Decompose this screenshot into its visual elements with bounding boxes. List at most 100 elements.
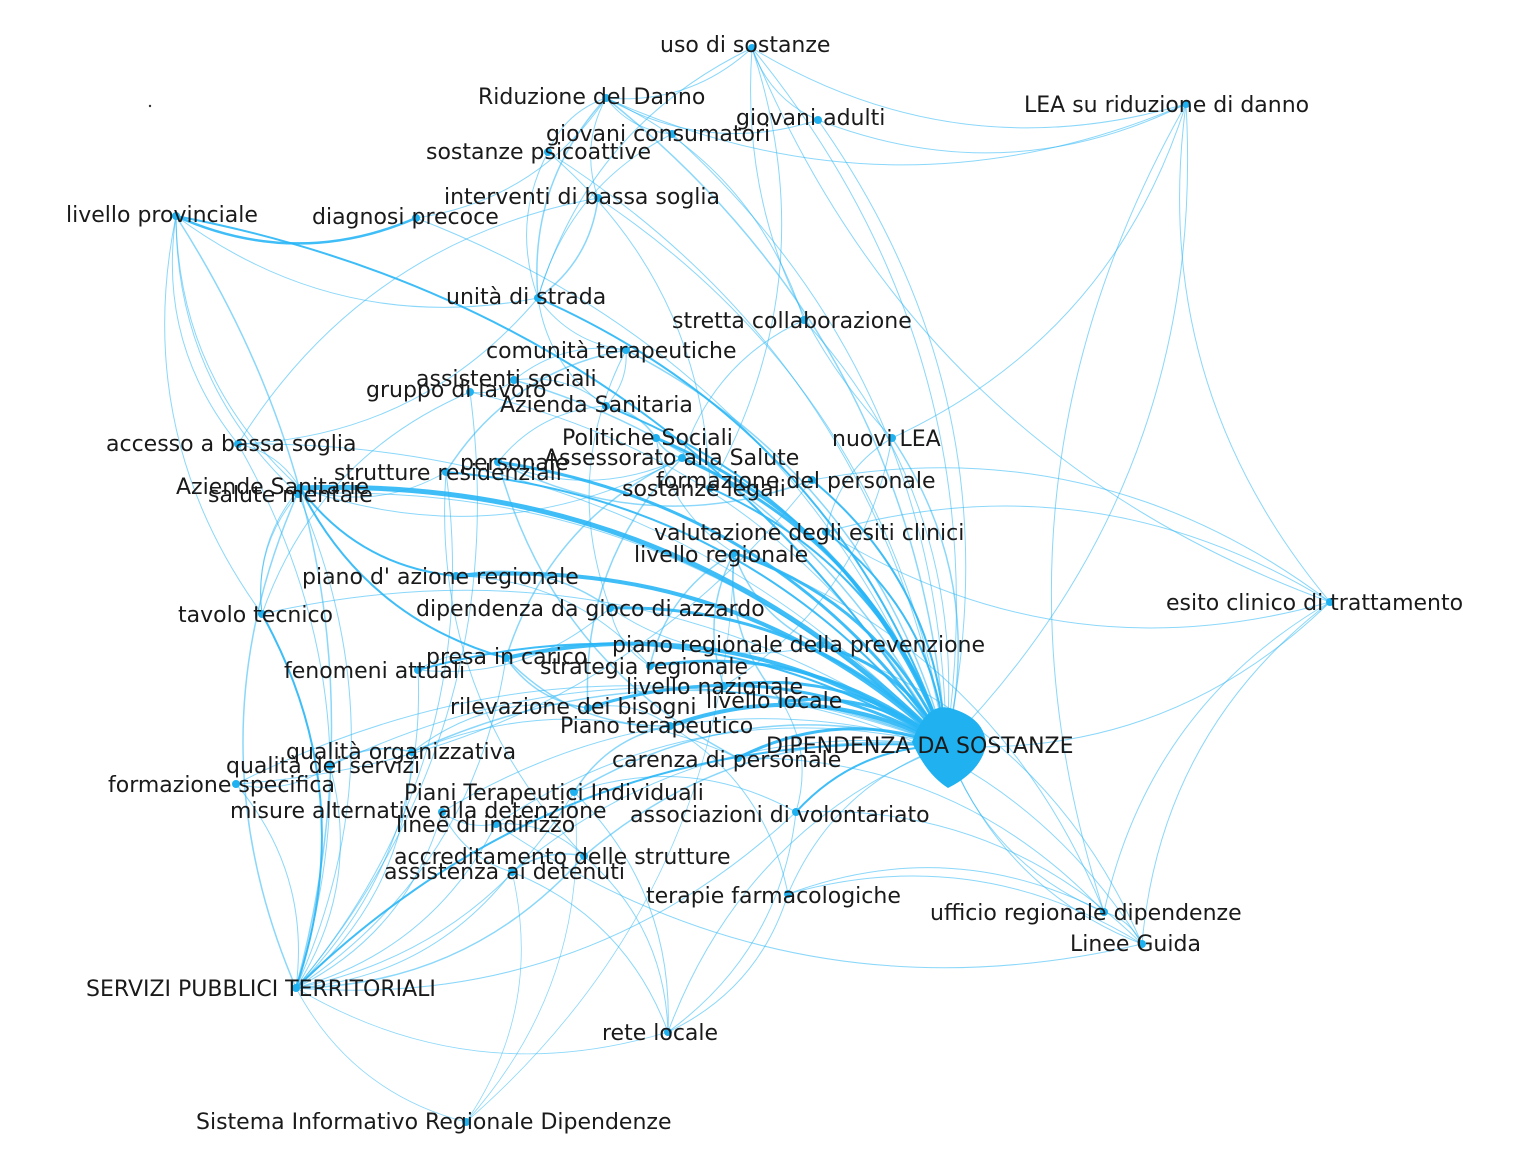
edge-lgui-lloc (781, 701, 1143, 945)
node-sird (462, 1118, 470, 1126)
edge-spt-abs (237, 443, 331, 989)
edge-azsans-sres (299, 471, 447, 498)
edge-dga-paz (455, 570, 611, 609)
edge-lprov-azsans (175, 215, 301, 489)
edge-dep-accr (583, 741, 947, 857)
node-label-streg: strategia regionale (540, 655, 748, 680)
edge-spsi-uds (526, 151, 549, 299)
node-label-spsi: sostanze psicoattive (426, 140, 651, 165)
node-label-fspec: formazione specifica (108, 773, 335, 798)
node-lnaz (720, 682, 728, 690)
edge-dep-rloc (667, 745, 947, 1033)
node-fatt (414, 666, 422, 674)
node-label-gcons: giovani consumatori (546, 122, 770, 147)
edge-slega-spsi (547, 151, 711, 489)
edge-sres-accr (444, 471, 585, 857)
edge-dga-prp (609, 607, 821, 654)
node-dga (606, 604, 614, 612)
edge-uso-nlea (750, 47, 893, 439)
node-adet (508, 868, 516, 876)
edge-esito-lgui (1141, 601, 1331, 945)
edge-spt-lind (295, 823, 497, 989)
node-dprec (412, 214, 420, 222)
edge-dep-adet (511, 740, 947, 873)
edge-psoc-azsan (605, 405, 657, 439)
node-slega (706, 484, 714, 492)
edge-gad-lea_rd (817, 103, 1187, 154)
edge-spt-sres (295, 471, 454, 989)
edge-dep-abs (237, 443, 947, 747)
node-label-paz: piano d' azione regionale (302, 565, 579, 590)
edge-pers-cpers (497, 461, 739, 759)
node-uso (748, 44, 756, 52)
node-label-glav: gruppo di lavoro (366, 378, 547, 403)
edge-ctera-asoc (513, 347, 627, 381)
node-dipendenza-da-sostanze-hub (912, 707, 986, 788)
node-label-sres: strutture residenziali (334, 461, 562, 486)
node-label-scoll: stretta collaborazione (672, 309, 912, 334)
node-layer (148, 44, 1334, 1126)
node-tfar (784, 890, 792, 898)
node-label-qorg: qualità organizzativa (286, 740, 516, 765)
edge-streg-paz (455, 575, 651, 667)
node-esito (1326, 598, 1334, 606)
edge-azsans-paz (299, 487, 457, 577)
edge-lreg-lnaz (713, 552, 735, 687)
edge-vesiti-esito (825, 531, 1331, 629)
edge-accr-lind (495, 823, 585, 857)
node-label-lloc: livello locale (706, 689, 842, 714)
edge-urd-lreg (733, 552, 1105, 913)
node-azsan (602, 402, 610, 410)
edge-avol-pti (573, 776, 797, 813)
node-uds (534, 294, 542, 302)
node-cpers (734, 754, 742, 762)
edge-rloc-accr (583, 855, 669, 1033)
edge-dep-lind (495, 727, 947, 825)
node-lreg (730, 549, 738, 557)
edge-rdd-ibs (590, 97, 607, 199)
edge-dep-scoll (803, 319, 950, 747)
edge-glav-asoc (469, 379, 515, 394)
edge-pcar-pter (505, 657, 671, 727)
edge-spt-avol (295, 811, 797, 991)
edge-lreg-prp (733, 552, 821, 646)
edge-dep-sres (445, 471, 947, 747)
edge-lprov-dprec (175, 214, 417, 245)
edge-rdd-lea_rd (605, 97, 1187, 166)
edge-nlea-lea_rd (891, 103, 1187, 439)
edge-lprov-ttec (164, 215, 263, 615)
node-label-vesiti: valutazione degli esiti clinici (654, 521, 964, 546)
edge-esito-vesiti (825, 505, 1331, 603)
node-label-dga: dipendenza da gioco di azzardo (416, 597, 765, 622)
edge-qorg-qserv (329, 747, 413, 767)
edge-slega-uso (709, 47, 783, 489)
edge-urd-tfar (787, 867, 1105, 913)
node-lprov (172, 212, 180, 220)
node-label-fatt: fenomeni attuali (284, 659, 465, 684)
node-avol (792, 808, 800, 816)
edge-scoll-rdd (605, 97, 805, 321)
edge-dep-dprec (415, 217, 947, 747)
edge-spt-rloc (295, 987, 669, 1055)
node-label-psoc: Politiche Sociali (562, 426, 733, 451)
node-label-smen: salute mentale (208, 483, 373, 508)
edge-dep-uso (751, 47, 957, 747)
edge-dep-fatt (417, 642, 947, 747)
node-asal (678, 454, 686, 462)
edge-dep-uds (537, 297, 947, 747)
edge-spt-adet (295, 871, 513, 989)
node-label-uso: uso di sostanze (660, 33, 830, 58)
edge-fspec-qserv (235, 765, 331, 788)
edge-uso-lea_rd (751, 47, 1187, 129)
edge-lreg-lloc (732, 552, 783, 703)
node-lgui (1138, 940, 1146, 948)
node-abs (234, 440, 242, 448)
node-label-lgui: Linee Guida (1070, 932, 1201, 957)
edge-rloc-adet (511, 871, 669, 1033)
node-urd (1100, 908, 1108, 916)
node-label-sird: Sistema Informativo Regionale Dipendenze (196, 1110, 671, 1135)
edge-azsans-pcar (299, 487, 507, 659)
edge-esito-fpers (811, 467, 1331, 603)
edge-ctera-sres (445, 349, 627, 473)
edge-lreg-streg (649, 552, 735, 667)
